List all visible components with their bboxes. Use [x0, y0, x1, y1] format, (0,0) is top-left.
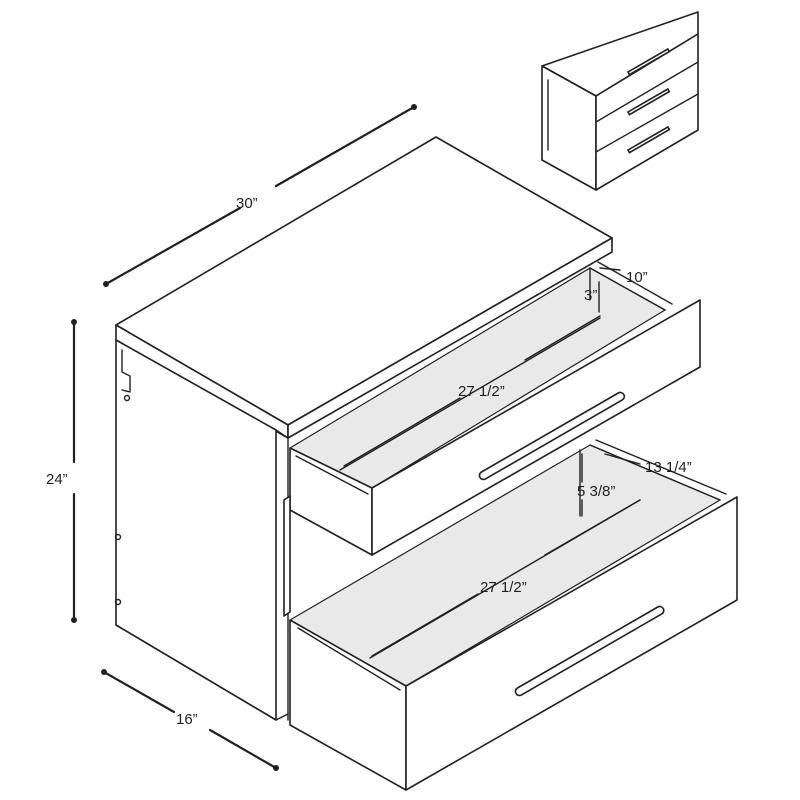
dimension-labels: 30” 24” 16” 10” 3” 27 1/2” 13 1/4” 5 3/8… [46, 195, 692, 728]
dimension-lines [71, 104, 641, 771]
main-cabinet [114, 136, 738, 791]
depth-label: 16” [176, 711, 198, 728]
upper-drawer-depth-label: 10” [626, 269, 648, 286]
upper-drawer [288, 261, 701, 556]
thumbnail-cabinet [541, 11, 699, 191]
height-label: 24” [46, 471, 68, 488]
lower-drawer [288, 439, 738, 791]
lower-drawer-height-label: 5 3/8” [577, 483, 615, 500]
lower-drawer-depth-label: 13 1/4” [645, 459, 692, 476]
lower-drawer-length-label: 27 1/2” [480, 579, 527, 596]
width-label: 30” [236, 195, 258, 212]
upper-drawer-height-label: 3” [584, 287, 597, 304]
upper-drawer-length-label: 27 1/2” [458, 383, 505, 400]
